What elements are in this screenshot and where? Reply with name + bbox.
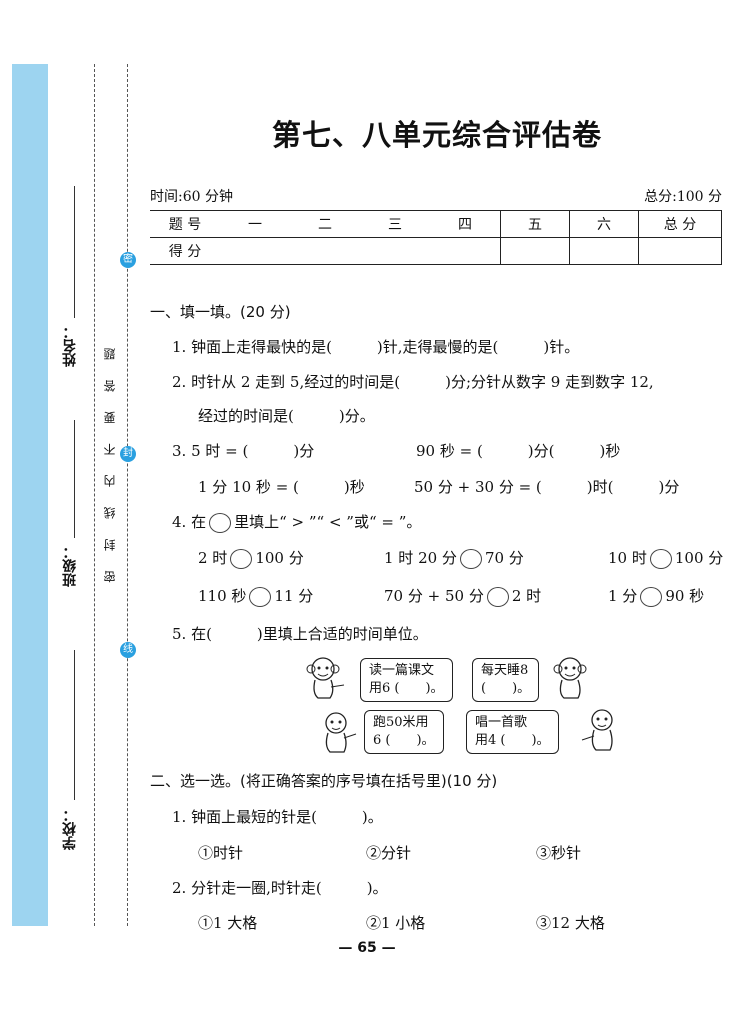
section2-heading: 二、选一选。(将正确答案的序号填在括号里)(10 分) [150, 772, 498, 790]
s1-q4-head-b: 里填上“ > ”“ < ”或“ = ”。 [234, 513, 422, 531]
bubble-line: ( )。 [481, 681, 531, 696]
s2-q1-option[interactable]: ②分针 [366, 844, 412, 862]
compare-item: 110 秒 11 分 [198, 585, 313, 607]
s1-q4-head-a: 4. 在 [172, 513, 207, 531]
speech-bubble: 每天睡8 ( )。 [472, 658, 540, 702]
s1-q2-line2: 经过的时间是( )分。 [198, 407, 375, 425]
binding-margin-bar [12, 64, 48, 926]
compare-left: 10 时 [608, 549, 647, 567]
bubble-line: 每天睡8 [481, 663, 529, 678]
s1-q4-heading: 4. 在 里填上“ > ”“ < ”或“ = ”。 [172, 511, 421, 533]
s1-q1: 1. 钟面上走得最快的是( )针,走得最慢的是( )针。 [172, 338, 580, 356]
score-blank[interactable] [430, 237, 501, 265]
s1-q5: 5. 在( )里填上合适的时间单位。 [172, 625, 428, 643]
seal-mark-3: 线 [120, 642, 136, 658]
class-underline [74, 420, 75, 538]
score-cell-1: 一 [220, 210, 290, 238]
compare-item: 70 分 + 50 分 2 时 [384, 585, 541, 607]
score-cell-2: 二 [290, 210, 360, 238]
compare-right: 100 分 [255, 549, 304, 567]
bubble-line: 6 ( )。 [373, 733, 435, 748]
compare-circle-icon [209, 513, 232, 533]
compare-circle-blank[interactable] [640, 587, 663, 607]
compare-right: 90 秒 [665, 587, 705, 605]
s1-q3-b: 90 秒 = ( )分( )秒 [416, 442, 621, 460]
bubble-line: 用4 ( )。 [475, 733, 550, 748]
compare-circle-blank[interactable] [459, 549, 482, 569]
compare-left: 1 分 [608, 587, 638, 605]
compare-item: 1 分 90 秒 [608, 585, 704, 607]
s1-q2-line1: 2. 时针从 2 走到 5,经过的时间是( )分;分针从数字 9 走到数字 12… [172, 373, 654, 391]
seal-notice: 密 封 线 内 不 要 答 题 [103, 340, 117, 583]
s2-q2-option[interactable]: ③12 大格 [536, 914, 605, 932]
compare-circle-blank[interactable] [649, 549, 672, 569]
compare-right: 2 时 [511, 587, 542, 605]
score-cell-3: 三 [360, 210, 430, 238]
score-table-score-row: 得 分 [150, 237, 722, 265]
page-title: 第七、八单元综合评估卷 [271, 118, 602, 152]
compare-circle-blank[interactable] [249, 587, 272, 607]
s2-q1: 1. 钟面上最短的针是( )。 [172, 808, 383, 826]
monkey-icon [553, 657, 587, 699]
speech-bubble: 读一篇课文 用6 ( )。 [360, 658, 453, 702]
s1-q3-a: 3. 5 时 = ( )分 [172, 442, 315, 460]
score-blank[interactable] [500, 237, 570, 265]
score-cell-total: 总 分 [638, 210, 722, 238]
score-table: 题 号 一 二 三 四 五 六 总 分 得 分 [150, 210, 722, 265]
score-cell-6: 六 [569, 210, 639, 238]
seal-mark-2: 封 [120, 446, 136, 462]
s2-q1-option[interactable]: ①时针 [198, 844, 244, 862]
compare-left: 1 时 20 分 [384, 549, 457, 567]
bubble-line: 跑50米用 [373, 715, 429, 730]
compare-circle-blank[interactable] [486, 587, 509, 607]
compare-item: 2 时 100 分 [198, 547, 304, 569]
total-label: 总分:100 分 [644, 189, 722, 205]
section1-heading: 一、填一填。(20 分) [150, 303, 291, 321]
score-blank[interactable] [220, 237, 290, 265]
bubble-line: 用6 ( )。 [369, 681, 444, 696]
name-label: 姓名： [62, 325, 78, 367]
speech-bubble: 唱一首歌 用4 ( )。 [466, 710, 559, 754]
score-cell-label: 题 号 [150, 210, 220, 238]
bubble-line: 唱一首歌 [475, 715, 528, 730]
score-blank[interactable] [360, 237, 430, 265]
compare-left: 110 秒 [198, 587, 247, 605]
monkey-icon [306, 657, 345, 699]
cut-line-inner [94, 64, 95, 926]
monkey-icon [581, 709, 613, 751]
class-label: 班级： [62, 545, 78, 587]
s2-q2-option[interactable]: ①1 大格 [198, 914, 258, 932]
s1-q3-c: 1 分 10 秒 = ( )秒 [198, 478, 365, 496]
compare-right: 11 分 [274, 587, 314, 605]
school-label: 学校： [62, 808, 78, 850]
time-label: 时间:60 分钟 [150, 189, 233, 205]
compare-left: 2 时 [198, 549, 228, 567]
school-underline [74, 650, 75, 800]
compare-item: 10 时 100 分 [608, 547, 723, 569]
score-cell-5: 五 [500, 210, 570, 238]
cut-line-outer [127, 64, 128, 926]
score-blank[interactable] [638, 237, 722, 265]
score-table-header-row: 题 号 一 二 三 四 五 六 总 分 [150, 210, 722, 238]
score-blank[interactable] [290, 237, 360, 265]
page-number: — 65 — [338, 940, 396, 956]
score-blank[interactable] [569, 237, 639, 265]
monkey-icon [325, 712, 357, 753]
compare-left: 70 分 + 50 分 [384, 587, 484, 605]
s1-q3-d: 50 分 + 30 分 = ( )时( )分 [414, 478, 680, 496]
speech-bubble: 跑50米用 6 ( )。 [364, 710, 444, 754]
compare-circle-blank[interactable] [230, 549, 253, 569]
score-cell-4: 四 [430, 210, 501, 238]
score-row-label: 得 分 [150, 237, 220, 265]
compare-right: 100 分 [674, 549, 724, 567]
s2-q2-option[interactable]: ②1 小格 [366, 914, 426, 932]
s2-q2: 2. 分针走一圈,时针走( )。 [172, 879, 388, 897]
name-underline [74, 186, 75, 318]
compare-right: 70 分 [484, 549, 524, 567]
s2-q1-option[interactable]: ③秒针 [536, 844, 582, 862]
compare-item: 1 时 20 分 70 分 [384, 547, 524, 569]
bubble-line: 读一篇课文 [369, 663, 435, 678]
seal-mark-1: 密 [120, 252, 136, 268]
